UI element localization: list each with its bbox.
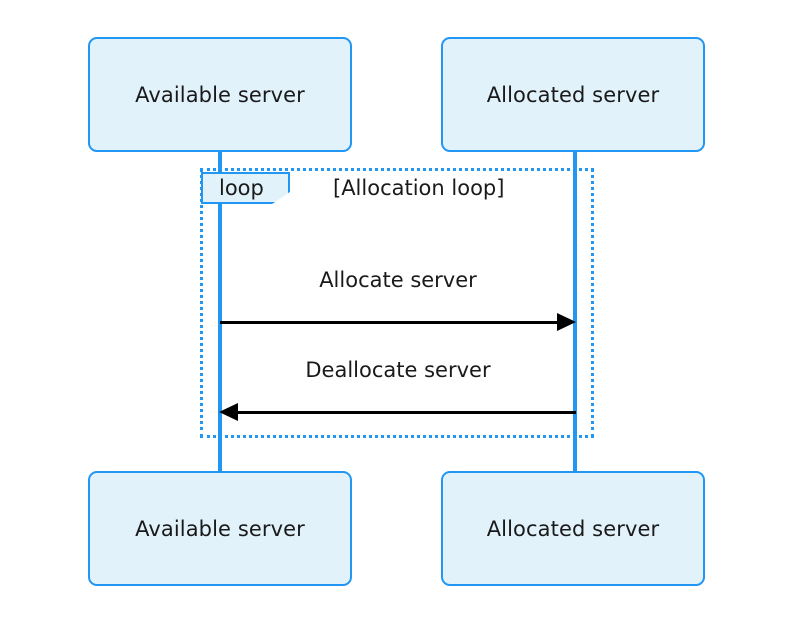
participant-label: Allocated server	[486, 516, 660, 541]
message-label-deallocate-server: Deallocate server	[305, 358, 491, 382]
participant-label: Available server	[135, 82, 305, 107]
message-line-allocate-server	[220, 321, 558, 324]
message-line-deallocate-server	[238, 411, 576, 414]
participant-box-available-server-top[interactable]: Available server	[88, 37, 352, 152]
participant-box-available-server-bottom[interactable]: Available server	[88, 471, 352, 586]
arrowhead-right-icon	[557, 313, 576, 331]
loop-fragment-frame	[200, 168, 594, 438]
message-label-allocate-server: Allocate server	[319, 268, 477, 292]
loop-fragment-guard-label: [Allocation loop]	[333, 176, 505, 200]
loop-fragment-operator-label: loop	[219, 176, 264, 200]
lifeline-allocated-server	[573, 152, 577, 471]
lifeline-available-server	[218, 152, 222, 471]
arrowhead-left-icon	[219, 403, 238, 421]
participant-box-allocated-server-top[interactable]: Allocated server	[441, 37, 705, 152]
loop-fragment-tab	[201, 172, 290, 204]
participant-label: Allocated server	[486, 82, 660, 107]
participant-box-allocated-server-bottom[interactable]: Allocated server	[441, 471, 705, 586]
participant-label: Available server	[135, 516, 305, 541]
